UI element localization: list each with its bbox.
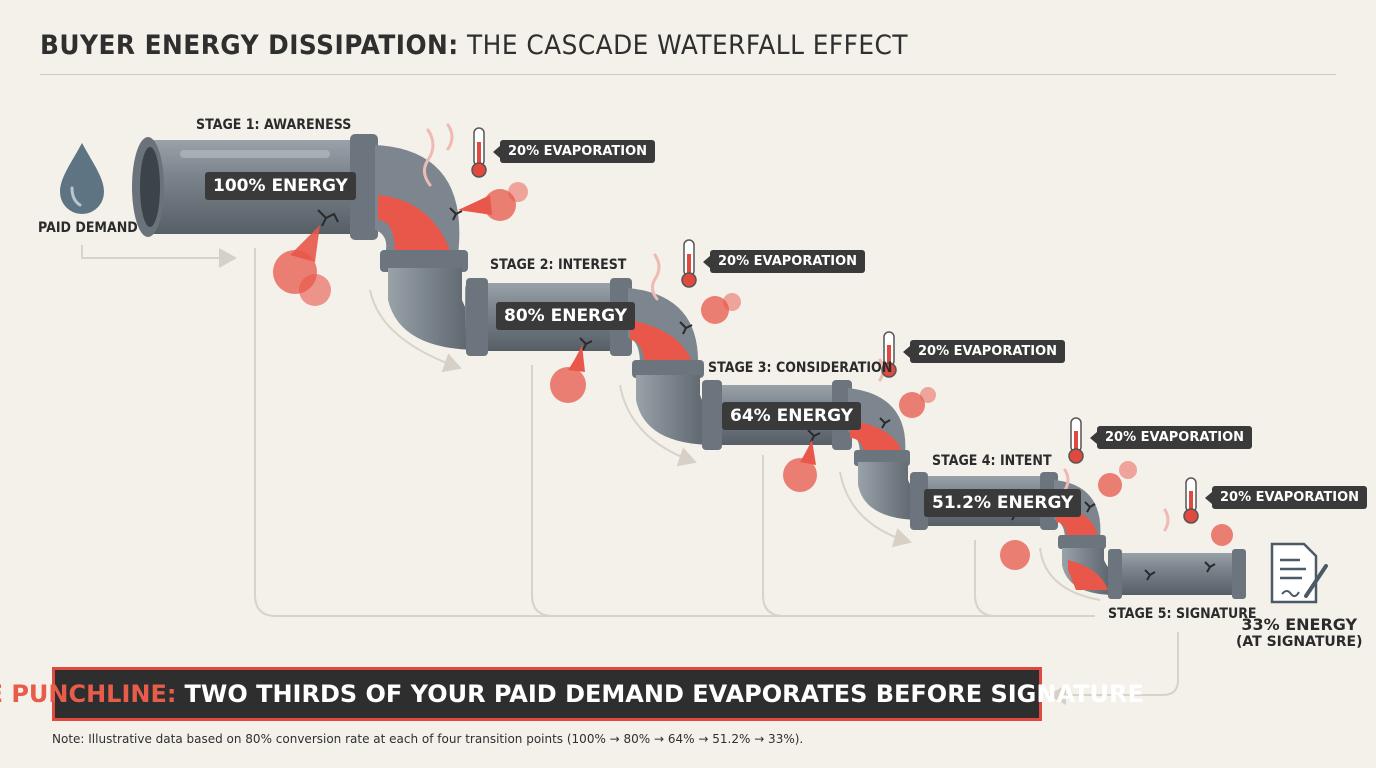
stage-4-evaporation-badge: 20% EVAPORATION xyxy=(1089,426,1253,449)
stage-1-label: STAGE 1: AWARENESS xyxy=(196,117,352,133)
footnote: Note: Illustrative data based on 80% con… xyxy=(52,732,804,746)
thermometer-icon xyxy=(1068,417,1084,464)
final-energy-result: 33% ENERGY (AT SIGNATURE) xyxy=(1236,615,1362,650)
thermometer-icon xyxy=(1183,477,1199,524)
stage-2-energy-badge: 80% ENERGY xyxy=(496,302,636,330)
title-rest: THE CASCADE WATERFALL EFFECT xyxy=(467,30,908,61)
punchline-prefix: THE PUNCHLINE: xyxy=(0,680,177,708)
stage-3-evaporation-badge: 20% EVAPORATION xyxy=(902,340,1066,363)
steam-wisps xyxy=(423,123,1170,532)
final-energy-note: (AT SIGNATURE) xyxy=(1236,634,1363,650)
punchline-banner: THE PUNCHLINE: TWO THIRDS OF YOUR PAID D… xyxy=(0,667,1144,721)
stage-4-label: STAGE 4: INTENT xyxy=(932,453,1052,469)
stage-1-evaporation-badge: 20% EVAPORATION xyxy=(492,140,656,163)
title-bold: BUYER ENERGY DISSIPATION: xyxy=(40,30,459,61)
stage-2-label: STAGE 2: INTEREST xyxy=(490,257,627,273)
thermometer-icon xyxy=(881,331,897,378)
stage-3-energy-badge: 64% ENERGY xyxy=(722,402,862,430)
stage-1-energy-badge: 100% ENERGY xyxy=(205,172,356,200)
stage-3-label: STAGE 3: CONSIDERATION xyxy=(708,360,893,376)
thermometer-icon xyxy=(681,239,697,288)
punchline-text: TWO THIRDS OF YOUR PAID DEMAND EVAPORATE… xyxy=(184,680,1144,708)
page-title: BUYER ENERGY DISSIPATION: THE CASCADE WA… xyxy=(40,30,908,61)
final-energy-value: 33% ENERGY xyxy=(1241,615,1358,634)
stage-2-evaporation-badge: 20% EVAPORATION xyxy=(702,250,866,273)
stage-4-energy-badge: 51.2% ENERGY xyxy=(924,489,1082,517)
stage-5-evaporation-badge: 20% EVAPORATION xyxy=(1204,486,1368,509)
title-divider xyxy=(40,74,1336,75)
contract-signature-icon xyxy=(1270,542,1328,604)
thermometer-icon xyxy=(471,127,487,178)
paid-demand-label: PAID DEMAND xyxy=(38,220,138,236)
water-drop-icon xyxy=(60,143,104,214)
leak-plumes xyxy=(273,182,1233,570)
stage-5-label: STAGE 5: SIGNATURE xyxy=(1108,606,1257,622)
flow-lines xyxy=(81,245,1179,705)
